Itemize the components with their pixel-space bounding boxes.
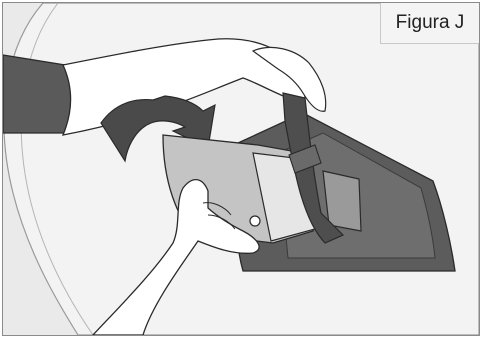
device-screw	[250, 216, 260, 226]
figure-frame: Figura J	[2, 2, 480, 336]
instruction-illustration	[3, 3, 479, 335]
left-arm-sleeve-icon	[3, 55, 72, 133]
figure-label: Figura J	[380, 3, 479, 44]
